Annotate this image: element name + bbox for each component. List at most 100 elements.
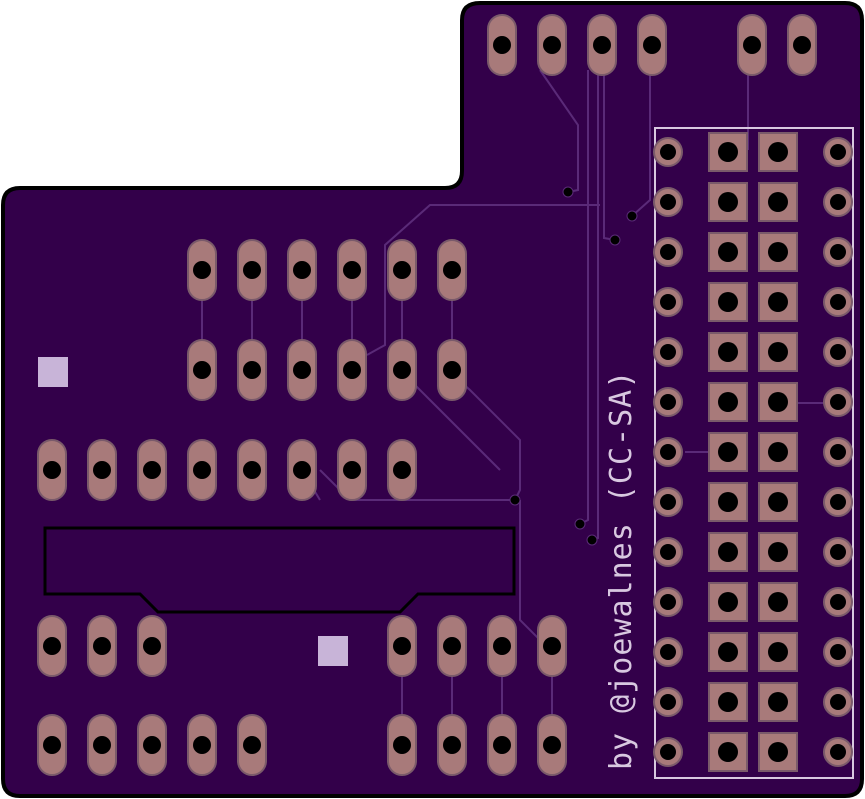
pad-round	[653, 637, 683, 667]
pad-oval	[487, 14, 517, 76]
pad-oval	[187, 339, 217, 401]
pad-round	[823, 487, 853, 517]
pad-round	[823, 337, 853, 367]
pad-round	[823, 437, 853, 467]
pad-oval	[387, 714, 417, 776]
pad-oval	[287, 239, 317, 301]
trace	[366, 204, 600, 356]
pad-round	[653, 137, 683, 167]
pad-square	[708, 732, 748, 772]
pad-round	[653, 337, 683, 367]
pad-oval	[487, 714, 517, 776]
pad-oval	[437, 339, 467, 401]
pad-oval	[237, 239, 267, 301]
via	[626, 210, 638, 222]
via	[609, 234, 621, 246]
pad-oval	[137, 615, 167, 677]
pad-oval	[337, 239, 367, 301]
square-marker	[318, 636, 348, 666]
via	[586, 534, 598, 546]
pad-oval	[437, 615, 467, 677]
pad-square	[708, 382, 748, 422]
pad-oval	[587, 14, 617, 76]
pad-oval	[437, 239, 467, 301]
pad-round	[823, 537, 853, 567]
pad-round	[653, 537, 683, 567]
pad-oval	[387, 339, 417, 401]
pad-oval	[37, 615, 67, 677]
pad-round	[653, 737, 683, 767]
pad-oval	[337, 339, 367, 401]
pad-square	[758, 532, 798, 572]
silkscreen-label: by @joewalnes (CC-SA)	[604, 370, 639, 770]
pad-oval	[437, 714, 467, 776]
vias	[509, 186, 638, 546]
pad-oval	[137, 714, 167, 776]
pad-round	[823, 687, 853, 717]
pad-oval	[487, 615, 517, 677]
pad-oval	[637, 14, 667, 76]
pad-round	[823, 737, 853, 767]
pad-oval	[237, 339, 267, 401]
pad-square	[708, 432, 748, 472]
pad-square	[758, 382, 798, 422]
pad-round	[823, 637, 853, 667]
pad-square	[758, 682, 798, 722]
pad-round	[823, 387, 853, 417]
pad-square	[758, 432, 798, 472]
pad-oval	[37, 439, 67, 501]
square-marker	[38, 357, 68, 387]
pad-square	[758, 132, 798, 172]
pad-round	[653, 687, 683, 717]
pad-oval	[387, 615, 417, 677]
pad-round	[653, 187, 683, 217]
pad-square	[758, 332, 798, 372]
pad-square	[708, 682, 748, 722]
pad-oval	[137, 439, 167, 501]
pad-round	[823, 187, 853, 217]
pad-square	[708, 532, 748, 572]
pad-oval	[337, 439, 367, 501]
pad-square	[708, 182, 748, 222]
ic-outline	[43, 526, 516, 614]
pad-oval	[187, 714, 217, 776]
pad-round	[653, 237, 683, 267]
pad-square	[758, 232, 798, 272]
pad-square	[708, 632, 748, 672]
pad-oval	[237, 439, 267, 501]
pad-square	[708, 132, 748, 172]
via	[509, 494, 521, 506]
via	[574, 518, 586, 530]
pad-square	[708, 582, 748, 622]
pad-round	[653, 587, 683, 617]
pad-oval	[287, 439, 317, 501]
pad-square	[758, 482, 798, 522]
pad-oval	[87, 615, 117, 677]
pad-oval	[87, 439, 117, 501]
pad-oval	[187, 439, 217, 501]
pad-oval	[37, 714, 67, 776]
pad-square	[708, 282, 748, 322]
via	[562, 186, 574, 198]
pad-square	[708, 232, 748, 272]
pad-square	[758, 182, 798, 222]
pad-oval	[287, 339, 317, 401]
pad-square	[708, 332, 748, 372]
pad-oval	[737, 14, 767, 76]
pad-round	[823, 237, 853, 267]
pads	[37, 14, 853, 776]
pad-oval	[537, 14, 567, 76]
pad-round	[653, 287, 683, 317]
trace	[519, 500, 541, 641]
pad-round	[653, 487, 683, 517]
pad-round	[653, 387, 683, 417]
pad-oval	[537, 615, 567, 677]
pad-round	[823, 287, 853, 317]
pad-square	[758, 582, 798, 622]
pad-oval	[787, 14, 817, 76]
pad-square	[758, 632, 798, 672]
pad-oval	[387, 239, 417, 301]
pad-round	[823, 587, 853, 617]
pad-oval	[537, 714, 567, 776]
